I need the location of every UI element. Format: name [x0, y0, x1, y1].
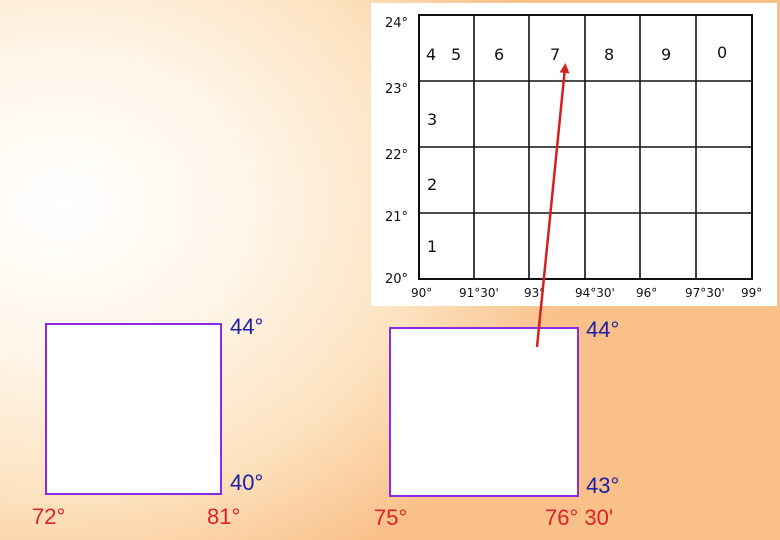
- lon-label: 90°: [411, 286, 432, 300]
- lat-label: 21°: [385, 210, 408, 225]
- cell-number: 4: [426, 45, 436, 64]
- right-box-right-longitude: 76° 30': [545, 505, 614, 530]
- lat-label: 24°: [385, 16, 408, 31]
- index-map: 24° 23° 22° 21° 20° 90° 91°30' 93° 94°30…: [371, 3, 777, 306]
- cell-number: 5: [451, 45, 461, 64]
- cell-number: 0: [717, 43, 727, 62]
- left-box-top-latitude: 44°: [230, 314, 264, 339]
- cell-number: 3: [427, 110, 437, 129]
- lon-label: 99°: [741, 286, 762, 300]
- lat-label: 22°: [385, 148, 408, 163]
- lon-label: 97°30': [685, 286, 725, 300]
- lat-label: 23°: [385, 82, 408, 97]
- right-box-bottom-latitude: 43°: [586, 473, 620, 498]
- right-box-left-longitude: 75°: [374, 505, 408, 530]
- lon-label: 91°30': [459, 286, 499, 300]
- cell-number: 1: [427, 237, 437, 256]
- cell-number: 8: [604, 45, 614, 64]
- left-sheet-box: [45, 323, 222, 495]
- left-box-right-longitude: 81°: [207, 504, 241, 529]
- cell-number: 2: [427, 175, 437, 194]
- cell-number: 9: [661, 45, 671, 64]
- lon-label: 96°: [636, 286, 657, 300]
- index-map-grid: 24° 23° 22° 21° 20° 90° 91°30' 93° 94°30…: [385, 14, 762, 300]
- right-sheet-box: [389, 327, 579, 497]
- lon-label: 93°: [524, 286, 545, 300]
- left-box-left-longitude: 72°: [32, 504, 66, 529]
- cell-number: 6: [494, 45, 504, 64]
- left-box-bottom-latitude: 40°: [230, 470, 264, 495]
- lon-label: 94°30': [575, 286, 615, 300]
- lat-label: 20°: [385, 272, 408, 287]
- right-box-top-latitude: 44°: [586, 317, 620, 342]
- cell-number: 7: [550, 45, 560, 64]
